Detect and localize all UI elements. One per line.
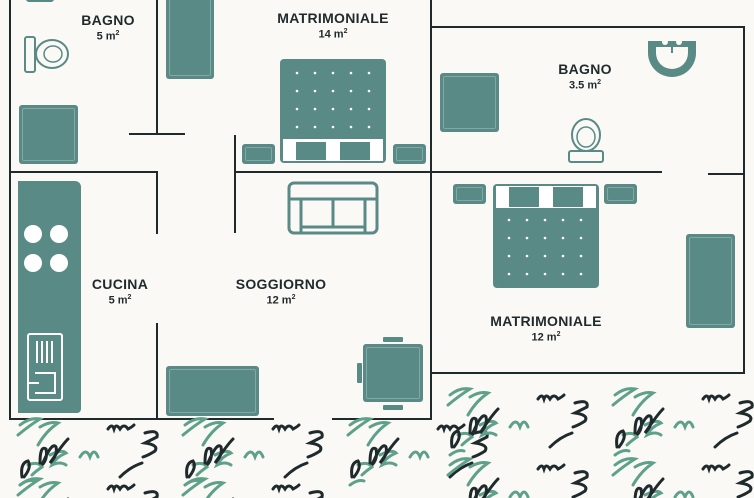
wall-cucina-right-bottom	[156, 323, 158, 420]
room-label-bagno-2: BAGNO 3.5 m2	[558, 61, 612, 92]
wall-center-vertical	[430, 0, 432, 420]
wall-bagno-door-stub	[129, 133, 185, 135]
wall-cucina-right-top	[156, 171, 158, 234]
tv-cabinet	[166, 366, 259, 416]
wall-bagno2-top	[430, 26, 744, 28]
wall-bagno2-bottom-right	[708, 173, 745, 175]
sofa-icon	[287, 181, 379, 235]
toilet-icon	[24, 36, 69, 73]
room-label-soggiorno: SOGGIORNO 12 m2	[235, 276, 327, 307]
wall-matrimoniale2-bottom	[430, 372, 745, 374]
wall-matrimoniale-left	[234, 135, 236, 233]
room-label-bagno: BAGNO 5 m2	[81, 12, 135, 43]
wall-matrimoniale-bottom	[234, 171, 432, 173]
room-label-matrimoniale-14: MATRIMONIALE 14 m2	[277, 10, 389, 41]
chair-top	[383, 337, 403, 342]
wall-bagno-bottom	[9, 171, 158, 173]
double-bed-icon	[280, 59, 386, 163]
sink-icon-kitchen	[27, 333, 63, 401]
wall-right-outer	[743, 26, 745, 374]
room-label-matrimoniale-12: MATRIMONIALE 12 m2	[490, 313, 602, 344]
wall-bottom-right	[332, 418, 432, 420]
chair-left	[357, 363, 362, 383]
wall-bottom-left	[9, 418, 274, 420]
wall-left-outer	[9, 0, 11, 420]
chair-bottom	[383, 405, 403, 410]
bagno-top-fixture	[26, 0, 54, 2]
wall-bagno-right	[156, 0, 158, 133]
shower-tray	[19, 105, 78, 164]
sink-icon	[648, 39, 696, 77]
double-bed-icon-2	[493, 184, 599, 288]
nightstand-right	[393, 144, 426, 164]
stove-burners-icon	[24, 225, 68, 272]
nightstand-left	[242, 144, 275, 164]
wall-bagno2-bottom-left	[430, 171, 662, 173]
garden-pattern	[16, 387, 754, 498]
wardrobe-2	[686, 234, 735, 328]
room-label-cucina: CUCINA 5 m2	[91, 276, 149, 307]
dining-table	[363, 344, 423, 402]
shower-tray-2	[440, 73, 499, 132]
nightstand-left-2	[453, 184, 486, 204]
toilet-icon-2	[568, 118, 604, 163]
nightstand-right-2	[604, 184, 637, 204]
wardrobe	[166, 0, 214, 79]
